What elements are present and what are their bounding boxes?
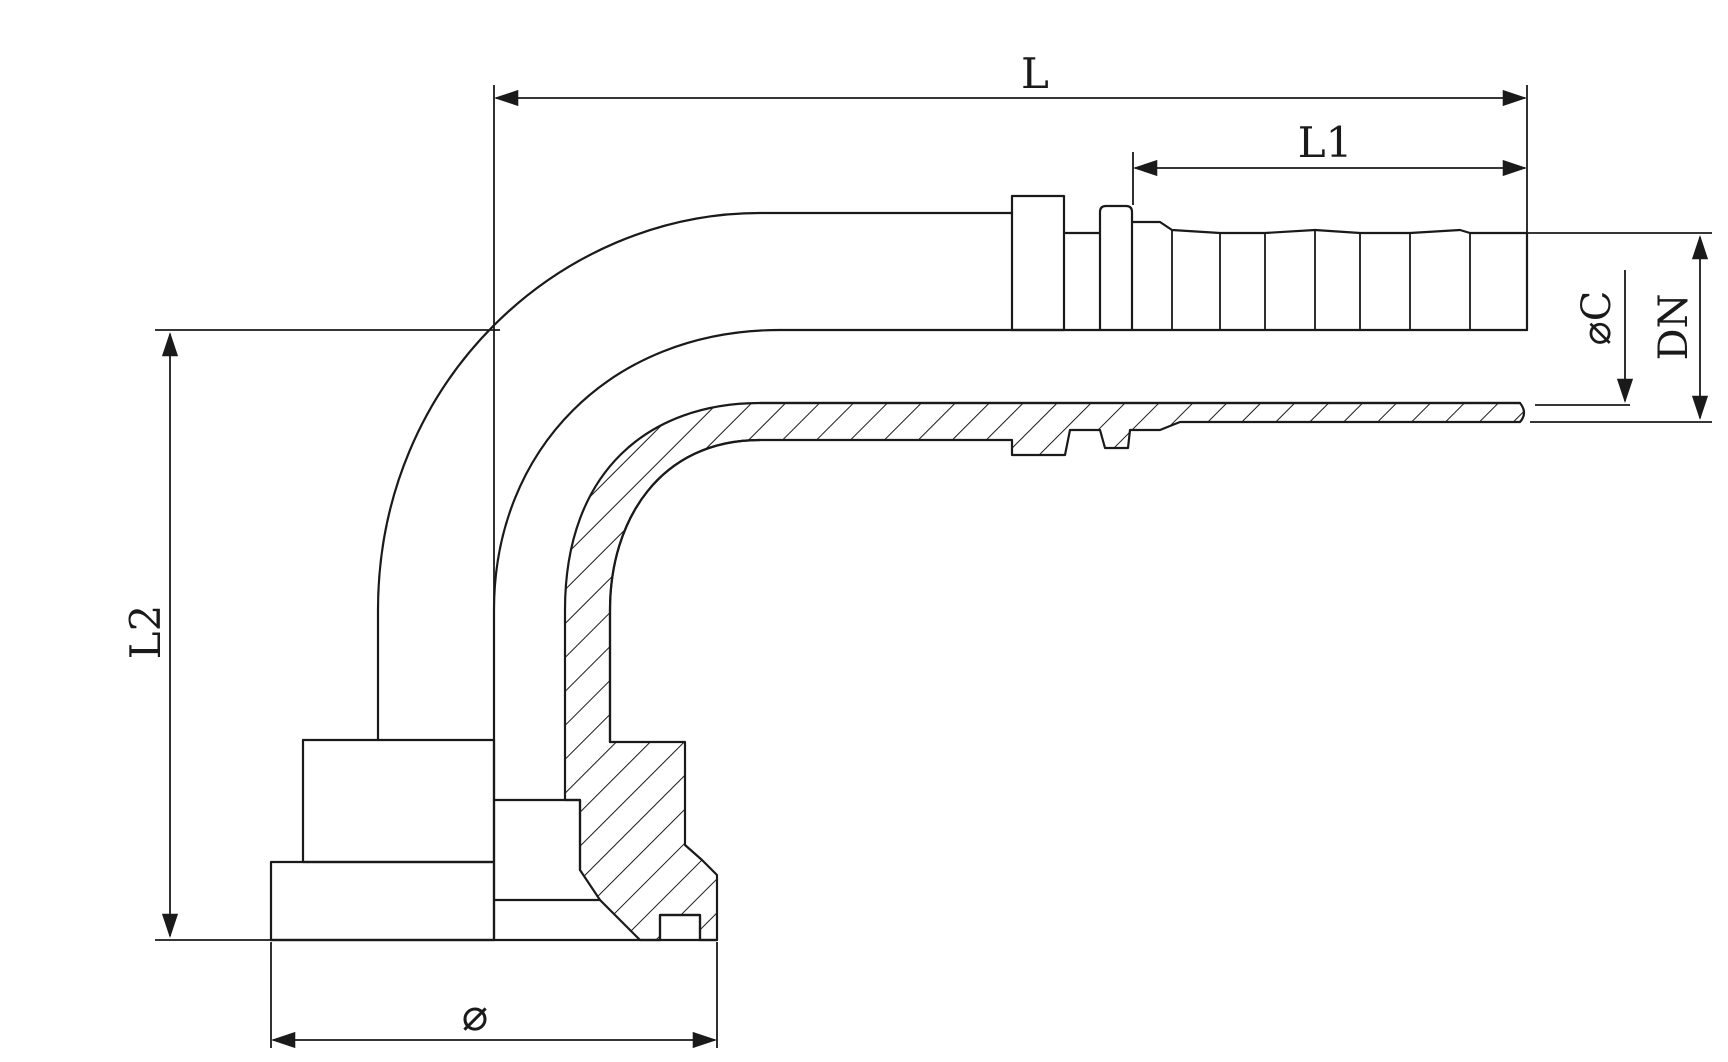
- dimension-diameter: ⌀: [270, 942, 718, 1049]
- label-L: L: [1021, 49, 1049, 98]
- dimension-L1: L1: [1132, 118, 1528, 205]
- label-dn: DN: [1651, 293, 1697, 360]
- dimension-diameter-c: ⌀C: [1535, 270, 1634, 406]
- flange: [269, 738, 719, 942]
- bore-centerline: [492, 328, 1529, 942]
- serrations: [1171, 230, 1471, 330]
- flange-upper-block: [301, 738, 496, 864]
- dimension-dn: DN: [1520, 232, 1712, 423]
- flange-lower-block: [269, 860, 496, 942]
- upper-half-pipe: [1010, 194, 1529, 332]
- label-L2: L2: [121, 605, 170, 660]
- collar-2: [1098, 204, 1134, 332]
- label-L1: L1: [1298, 118, 1353, 167]
- label-diameter-c: ⌀C: [1574, 291, 1620, 346]
- label-diameter: ⌀: [462, 990, 489, 1041]
- collar-1: [1010, 194, 1066, 332]
- sectioned-wall: [563, 401, 1526, 942]
- elbow-outer-contour: [376, 211, 1014, 742]
